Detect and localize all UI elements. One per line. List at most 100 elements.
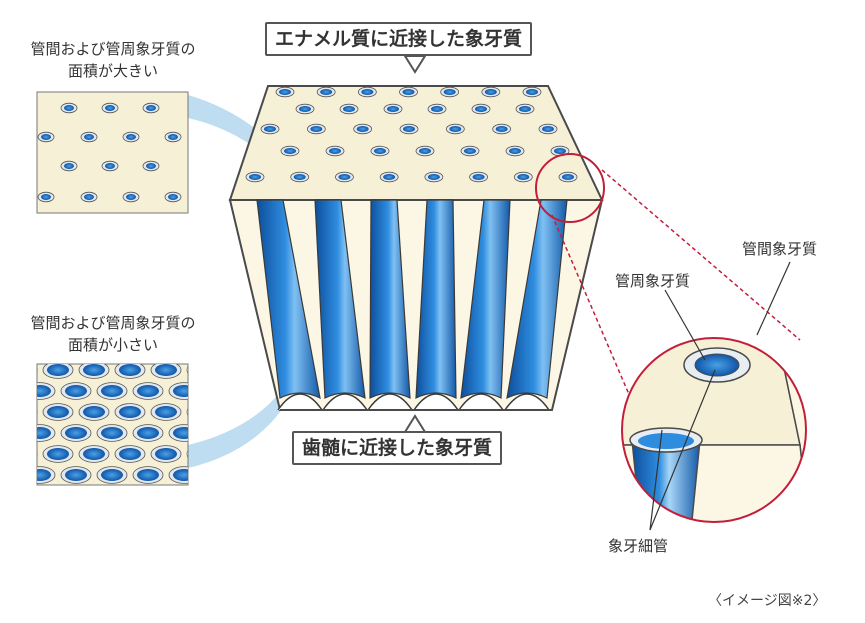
dense-tubule-ring	[205, 467, 235, 484]
top-tubule-opening	[293, 174, 306, 180]
top-tubule-opening	[509, 148, 521, 154]
small-area-line1: 管間および管周象牙質の	[30, 314, 196, 332]
magnified-view	[622, 338, 806, 522]
pulp-side-label: 歯髄に近接した象牙質	[292, 431, 503, 465]
top-tubule-opening	[542, 126, 554, 132]
dense-tubule	[173, 385, 188, 397]
peritubular-label: 管周象牙質	[615, 272, 691, 290]
dense-tubule	[137, 469, 159, 481]
dense-tubule-ring	[186, 408, 188, 416]
top-tubule-opening	[472, 174, 485, 180]
tubule-bottom-opening	[367, 393, 413, 411]
sparse-tubule	[126, 194, 136, 200]
top-tubule-opening	[427, 174, 440, 180]
tubule-bottom-opening	[504, 393, 550, 411]
top-tubule-opening	[443, 89, 456, 95]
magnify-source-circle	[535, 153, 605, 223]
top-tubule-opening	[329, 148, 341, 154]
dense-tubule	[37, 469, 51, 481]
top-tubule-opening	[279, 89, 291, 95]
large-area-line2: 面積が大きい	[67, 62, 158, 80]
sparse-tubule	[64, 105, 74, 111]
dense-tubule	[101, 385, 123, 397]
top-tubule-opening	[249, 174, 261, 180]
dense-tubule	[227, 406, 249, 418]
dense-tubule	[155, 406, 177, 418]
callout-bottom	[188, 390, 287, 468]
dense-tubule	[173, 427, 188, 439]
dense-tubule	[137, 427, 159, 439]
sparse-tubule	[168, 194, 178, 200]
top-tubule-opening	[495, 126, 508, 132]
tubule-bottom-opening	[322, 393, 368, 411]
dense-tubule	[65, 427, 87, 439]
top-tubule-opening	[361, 89, 374, 95]
top-tubule-opening	[338, 174, 351, 180]
tubule-bottom-opening	[413, 393, 459, 411]
dense-tubule	[37, 427, 51, 439]
dense-tubule	[83, 448, 105, 460]
dense-tubule-ring	[0, 383, 19, 400]
dense-tubule	[0, 427, 15, 439]
dentin-tubule	[314, 199, 366, 400]
dense-tubule	[137, 385, 159, 397]
top-tubule-opening	[484, 89, 497, 95]
dense-tubule	[173, 469, 188, 481]
dense-tubule-swatch	[0, 363, 253, 486]
dense-tubule	[119, 448, 141, 460]
sparse-tubule	[41, 194, 51, 200]
dense-tubule	[65, 385, 87, 397]
dense-tubule	[191, 406, 213, 418]
dense-tubule	[227, 364, 249, 376]
dentin-tubule	[369, 199, 411, 400]
dense-tubule-ring	[186, 366, 188, 374]
dense-tubule	[101, 469, 123, 481]
top-tubule-opening	[356, 126, 369, 132]
dense-tubule-ring	[186, 450, 188, 458]
dense-tubule	[37, 385, 51, 397]
dentin-tubule	[460, 199, 511, 400]
dense-tubule-ring	[205, 383, 235, 400]
dense-tubule	[47, 406, 69, 418]
top-tubule-opening	[310, 126, 323, 132]
tubule-bottom-opening	[277, 393, 323, 411]
top-tubule-opening	[554, 148, 566, 154]
dense-tubule	[83, 364, 105, 376]
pointer-tubule-1	[649, 429, 663, 531]
dentin-block	[228, 85, 604, 411]
block-top-face	[228, 85, 604, 201]
dentin-tubule	[415, 199, 457, 399]
dense-tubule-ring	[223, 404, 253, 421]
pointer-peritubular	[664, 289, 706, 361]
sparse-tubule	[64, 163, 74, 169]
small-area-line2: 面積が小さい	[67, 336, 158, 354]
top-tubule-opening	[526, 89, 538, 95]
top-tubule-opening	[383, 174, 396, 180]
top-tubule-opening	[419, 148, 431, 154]
sparse-tubule	[84, 134, 94, 140]
sparse-tubule	[105, 163, 115, 169]
dense-tubule	[155, 364, 177, 376]
sparse-tubule-swatch	[36, 91, 189, 214]
intertubular-label: 管間象牙質	[742, 240, 818, 258]
sparse-tubule	[126, 134, 136, 140]
dense-tubule	[209, 385, 231, 397]
top-tubule-opening	[374, 148, 386, 154]
large-area-line1: 管間および管周象牙質の	[30, 40, 196, 58]
tubule-bottom-opening	[458, 393, 504, 411]
dense-tubule-ring	[37, 409, 38, 415]
sparse-tubule	[105, 105, 115, 111]
dense-tubule	[65, 469, 87, 481]
dentin-tubule	[506, 199, 568, 400]
dense-tubule	[11, 448, 33, 460]
top-tubule-opening	[264, 126, 276, 132]
sparse-tubule	[146, 105, 156, 111]
tubule-label: 象牙細管	[608, 537, 669, 555]
enamel-side-label: エナメル質に近接した象牙質	[265, 22, 533, 56]
top-tubule-opening	[449, 126, 462, 132]
dense-tubule	[0, 469, 15, 481]
dense-tubule	[0, 385, 15, 397]
top-tubule-opening	[299, 106, 311, 112]
top-tubule-opening	[562, 174, 574, 180]
dense-tubule	[101, 427, 123, 439]
